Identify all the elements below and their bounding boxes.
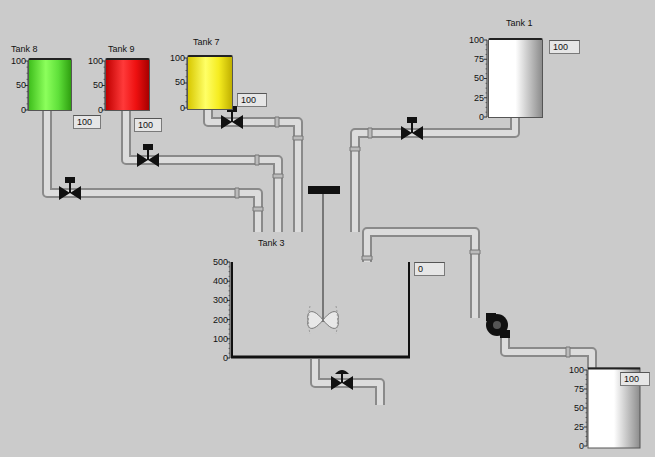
valve-symbol <box>137 144 159 167</box>
scale-value: 100 <box>159 52 185 64</box>
scale-value: 200 <box>202 314 228 326</box>
pipe-connector <box>126 111 283 232</box>
scale-value: 100 <box>202 333 228 345</box>
tank-title: Tank 8 <box>11 44 38 55</box>
scale-value: 400 <box>202 275 228 287</box>
scale-value: 100 <box>458 34 484 46</box>
pump-pipe <box>362 232 592 368</box>
scale-value: 0 <box>558 440 584 452</box>
scale-value: 75 <box>458 53 484 65</box>
scale-value: 100 <box>77 55 103 67</box>
tank-title: Tank 1 <box>506 18 533 29</box>
scale-value: 50 <box>159 76 185 88</box>
valves <box>59 106 423 200</box>
valve-symbol <box>59 177 81 200</box>
level-indicator: 100 <box>549 40 580 54</box>
drain-valve <box>331 370 353 390</box>
tank-title: Tank 7 <box>193 37 220 48</box>
mixing-tank: Tank 3 <box>231 232 410 359</box>
pipe-connector <box>47 111 263 232</box>
scale-value: 0 <box>159 102 185 114</box>
level-indicator: 100 <box>73 115 101 129</box>
tank-title: Tank 3 <box>258 238 285 249</box>
pipe-connector <box>208 110 303 232</box>
scale-value: 50 <box>0 79 26 91</box>
scale-value: 50 <box>458 72 484 84</box>
tank-title: Tank 9 <box>108 44 135 55</box>
valve-symbol <box>401 117 423 140</box>
scale-value: 50 <box>77 79 103 91</box>
tank-cylinder: Tank 7 <box>187 55 233 110</box>
tank-walls <box>231 232 410 359</box>
scale-value: 300 <box>202 294 228 306</box>
scale-value: 0 <box>0 104 26 116</box>
tank-cylinder: Tank 9 <box>105 58 150 111</box>
level-indicator: 100 <box>134 118 162 132</box>
pump-symbol <box>486 313 510 338</box>
scale-value: 25 <box>558 421 584 433</box>
scale-value: 75 <box>558 383 584 395</box>
drain-pipe <box>315 359 380 405</box>
scale-value: 0 <box>202 352 228 364</box>
level-indicator: 100 <box>237 93 267 107</box>
scale-value: 25 <box>458 92 484 104</box>
pipe-connector <box>350 118 515 232</box>
scale-value: 0 <box>458 111 484 123</box>
tank-cylinder: Tank 1 <box>488 38 543 118</box>
mixer <box>308 186 340 334</box>
tank-cylinder: Tank 8 <box>28 58 72 111</box>
scale-value: 50 <box>558 402 584 414</box>
level-indicator: 0 <box>414 262 445 276</box>
scale-value: 100 <box>0 55 26 67</box>
scale-value: 0 <box>77 104 103 116</box>
scale-value: 500 <box>202 256 228 268</box>
level-indicator: 100 <box>620 372 650 386</box>
scale-value: 100 <box>558 364 584 376</box>
